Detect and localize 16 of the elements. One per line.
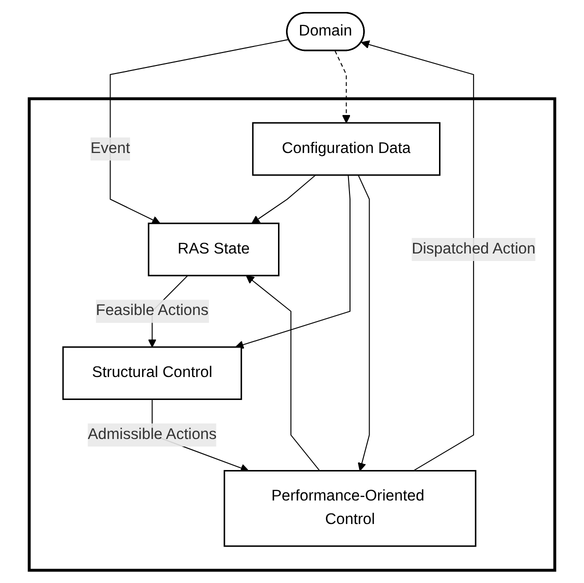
- arrow: [110, 38, 290, 224]
- node-box: Structural Control: [62, 346, 242, 400]
- arrow: [235, 174, 350, 349]
- arrow: [246, 275, 320, 472]
- arrow: [251, 174, 316, 224]
- arrow: [334, 50, 351, 124]
- node-box: RAS State: [148, 222, 280, 276]
- edge-label: Event: [90, 140, 130, 157]
- edge-label: Dispatched Action: [412, 240, 536, 258]
- arrow: [358, 174, 370, 472]
- node-box: Configuration Data: [252, 122, 440, 176]
- cluster: [28, 97, 556, 572]
- edge-label: Admissible Actions: [88, 426, 217, 443]
- edge-label: Feasible Actions: [96, 302, 208, 320]
- node-box: Performance-Oriented Control: [224, 470, 476, 547]
- arrow: [361, 40, 474, 472]
